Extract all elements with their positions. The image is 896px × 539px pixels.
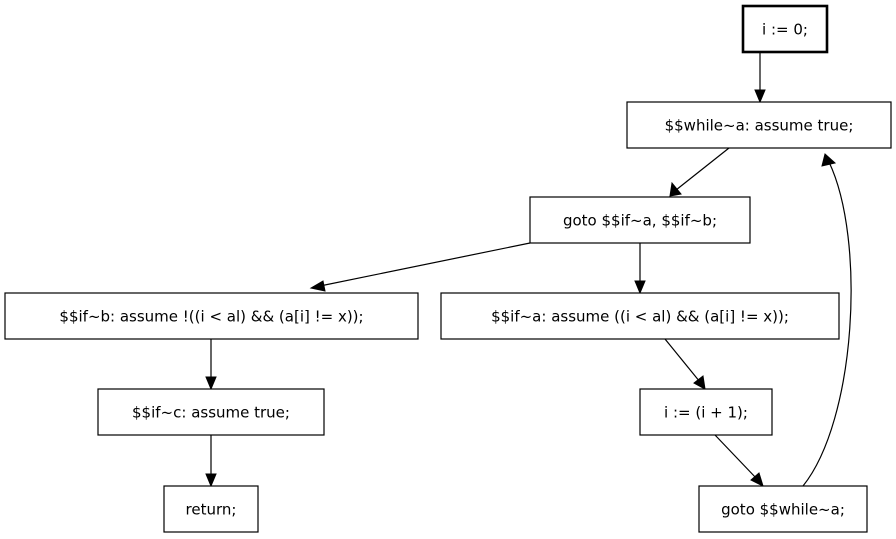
arrowhead-if_a-to-incr xyxy=(693,375,706,390)
node-label-if_a: $$if~a: assume ((i < al) && (a[i] != x))… xyxy=(491,308,789,326)
node-if_c[interactable]: $$if~c: assume true; xyxy=(97,388,325,436)
node-box-if_b xyxy=(4,292,419,340)
node-box-goto_while xyxy=(698,485,868,533)
node-box-goto_if xyxy=(529,196,751,244)
arrowhead-entry-to-while_a xyxy=(754,89,766,104)
node-entry[interactable]: i := 0; xyxy=(741,4,829,54)
edge-incr-to-goto_while xyxy=(714,434,758,480)
node-while_a[interactable]: $$while~a: assume true; xyxy=(626,101,892,149)
nodes-layer: i := 0; $$while~a: assume true; goto $$if~… xyxy=(4,4,892,533)
node-label-ret: return; xyxy=(186,501,237,519)
node-box-if_a xyxy=(440,292,840,340)
node-goto_while[interactable]: goto $$while~a; xyxy=(698,485,868,533)
node-label-goto_while: goto $$while~a; xyxy=(721,501,845,519)
node-label-while_a: $$while~a: assume true; xyxy=(665,117,854,135)
edge-goto_while-to-while_a xyxy=(802,161,852,487)
node-label-goto_if: goto $$if~a, $$if~b; xyxy=(563,212,717,230)
node-if_b[interactable]: $$if~b: assume !((i < al) && (a[i] != x)… xyxy=(4,292,419,340)
node-label-if_c: $$if~c: assume true; xyxy=(132,404,290,422)
arrowhead-goto_while-to-while_a xyxy=(821,153,837,167)
edge-if_a-to-incr xyxy=(664,338,701,383)
node-label-entry: i := 0; xyxy=(762,21,808,39)
node-box-ret xyxy=(163,485,259,533)
arrowhead-incr-to-goto_while xyxy=(750,472,764,487)
node-label-incr: i := (i + 1); xyxy=(664,404,748,422)
arrowhead-goto_if-to-if_a xyxy=(634,280,646,295)
node-if_a[interactable]: $$if~a: assume ((i < al) && (a[i] != x))… xyxy=(440,292,840,340)
edge-goto_if-to-if_b xyxy=(319,242,531,287)
arrowhead-goto_if-to-if_b xyxy=(309,280,326,292)
arrowhead-if_c-to-ret xyxy=(205,473,217,488)
edges-layer xyxy=(205,52,852,488)
arrowhead-while_a-to-goto_if xyxy=(669,181,682,197)
edge-while_a-to-goto_if xyxy=(675,147,730,191)
node-ret[interactable]: return; xyxy=(163,485,259,533)
node-box-entry xyxy=(741,4,829,54)
node-box-incr xyxy=(639,388,773,436)
arrowhead-if_b-to-if_c xyxy=(205,376,217,391)
node-box-if_c xyxy=(97,388,325,436)
node-goto_if[interactable]: goto $$if~a, $$if~b; xyxy=(529,196,751,244)
node-box-while_a xyxy=(626,101,892,149)
node-label-if_b: $$if~b: assume !((i < al) && (a[i] != x)… xyxy=(59,308,363,326)
node-incr[interactable]: i := (i + 1); xyxy=(639,388,773,436)
